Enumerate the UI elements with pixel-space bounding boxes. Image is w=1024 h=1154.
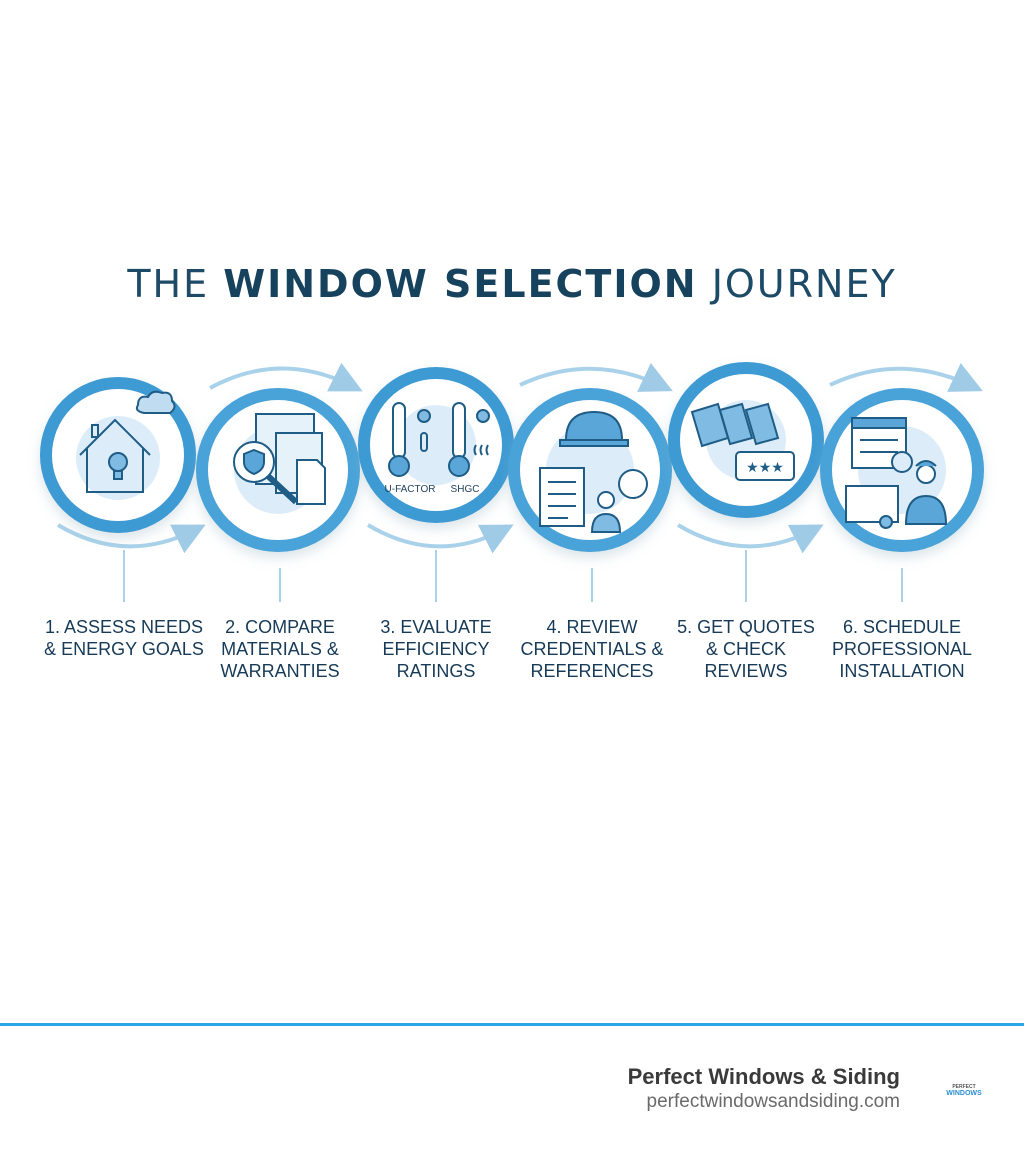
step-label-1: 1. ASSESS NEEDS & ENERGY GOALS <box>44 617 204 659</box>
shgc-label: SHGC <box>451 484 480 495</box>
company-logo: PERFECT WINDOWS <box>942 1084 986 1098</box>
step-label-4: 4. REVIEW CREDENTIALS & REFERENCES <box>520 617 664 681</box>
journey-diagram: U-FACTOR SHGC ★★★ <box>40 362 984 602</box>
company-info: Perfect Windows & Siding perfectwindowsa… <box>628 1064 900 1113</box>
page-title: THE WINDOW SELECTION JOURNEY <box>127 262 897 306</box>
arrow-top-3 <box>829 362 983 392</box>
thermometer-icon: U-FACTOR SHGC <box>385 402 490 495</box>
arrow-top-1 <box>209 362 363 392</box>
house-lightbulb-icon <box>79 390 176 493</box>
arrow-bottom-1 <box>56 523 206 554</box>
step-label-3: 3. EVALUATE EFFICIENCY RATINGS <box>380 617 492 681</box>
connector-lines <box>123 550 903 602</box>
u-factor-label: U-FACTOR <box>385 484 436 495</box>
svg-text:★★★: ★★★ <box>746 459 784 475</box>
price-tags-stars-icon: ★★★ <box>690 402 795 481</box>
logo-text-top: PERFECT <box>952 1084 976 1090</box>
arrow-bottom-2 <box>366 523 514 554</box>
step-label-2: 2. COMPARE MATERIALS & WARRANTIES <box>220 617 340 681</box>
company-url[interactable]: perfectwindowsandsiding.com <box>646 1091 900 1112</box>
arrow-top-2 <box>519 362 673 392</box>
arrow-bottom-3 <box>676 523 824 554</box>
step-circle-3 <box>358 367 514 523</box>
step-label-5: 5. GET QUOTES & CHECK REVIEWS <box>677 617 815 681</box>
logo-text-main: WINDOWS <box>946 1090 982 1097</box>
company-name: Perfect Windows & Siding <box>627 1064 900 1089</box>
hardhat-checklist-icon <box>539 410 648 533</box>
window-magnifier-shield-icon <box>233 413 326 505</box>
calendar-installer-icon <box>845 417 948 529</box>
footer-divider <box>0 1023 1024 1026</box>
step-label-6: 6. SCHEDULE PROFESSIONAL INSTALLATION <box>831 617 973 681</box>
flow-arrows <box>56 362 983 554</box>
